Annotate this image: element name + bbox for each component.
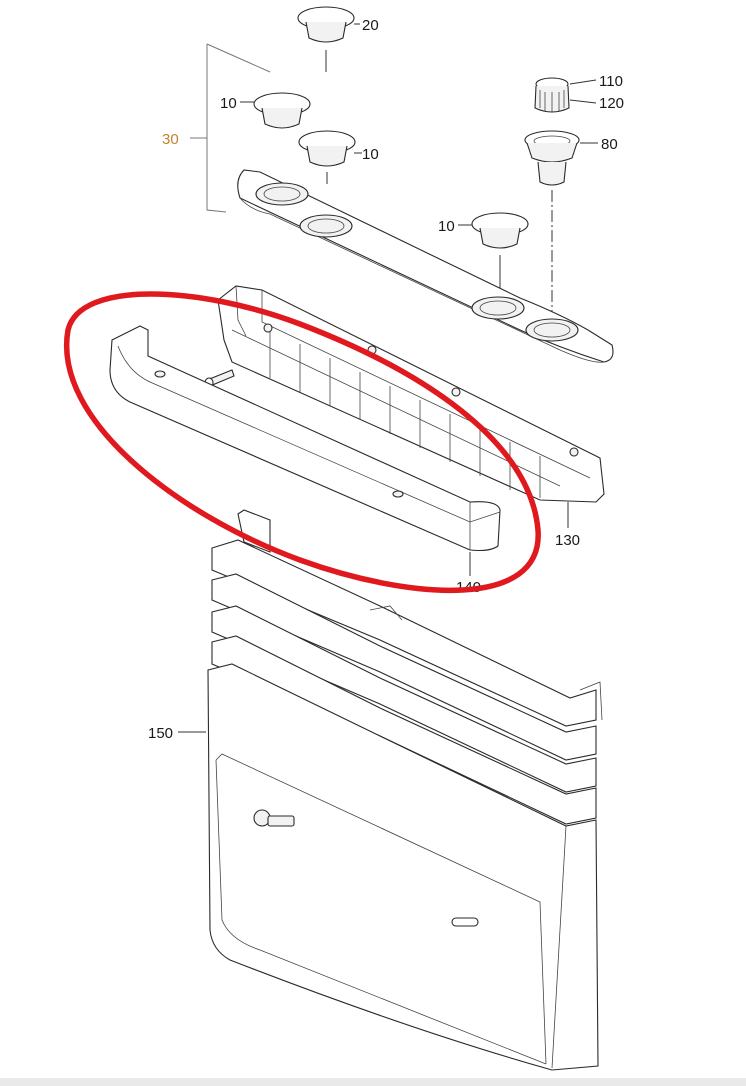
label-130: 130	[555, 532, 580, 549]
cap-part-10-mid	[298, 130, 362, 184]
highlight-ellipse	[63, 291, 541, 594]
knob-base-part-80	[524, 130, 598, 318]
cap-part-10-left	[240, 92, 311, 129]
assembly-brace-30	[190, 43, 271, 213]
cover-strip-part-140	[109, 325, 501, 576]
label-20: 20	[362, 17, 379, 34]
label-10-left: 10	[220, 95, 237, 112]
label-80: 80	[601, 136, 618, 153]
label-10-right: 10	[438, 218, 455, 235]
bottom-scroll-strip	[0, 1078, 746, 1086]
label-120: 120	[599, 95, 624, 112]
control-plate	[237, 169, 614, 363]
label-10-mid: 10	[362, 146, 379, 163]
label-30: 30	[162, 131, 179, 148]
cap-part-10-right	[458, 212, 529, 290]
label-110: 110	[599, 73, 623, 90]
knob-part-110-120	[534, 77, 597, 113]
label-150: 150	[148, 725, 173, 742]
cap-part-20	[297, 6, 360, 72]
front-panel-part-150	[178, 509, 603, 1071]
